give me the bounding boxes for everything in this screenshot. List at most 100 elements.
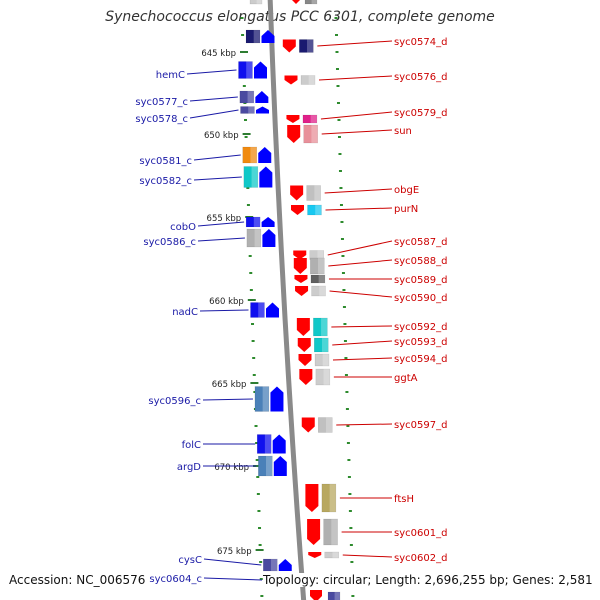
guide-dot: [343, 340, 347, 342]
gene-label[interactable]: cobO: [170, 222, 196, 233]
gene-syc0581_c[interactable]: syc0581_c: [139, 146, 272, 167]
gene-syc0578_c[interactable]: syc0578_c: [135, 106, 269, 126]
gene-box: [327, 591, 341, 600]
gene-box-shade: [321, 318, 328, 336]
guide-dot: [258, 544, 262, 546]
gene-label[interactable]: syc0579_d: [394, 108, 447, 119]
gene-label[interactable]: syc0578_c: [135, 114, 188, 125]
gene-syc0594_d[interactable]: syc0594_d: [298, 353, 448, 367]
gene-arrow: [301, 417, 315, 433]
gene-box: [304, 0, 318, 5]
gene-arrow: [282, 39, 296, 53]
gene-obgE[interactable]: obgE: [290, 185, 419, 201]
gene-label[interactable]: syc0590_d: [394, 293, 447, 304]
gene-arrow: [254, 61, 267, 79]
gene-label[interactable]: ggtA: [394, 373, 418, 384]
gene-label[interactable]: syc0574_d: [394, 37, 447, 48]
guide-dot: [344, 357, 348, 359]
gene-folC[interactable]: folC: [182, 434, 286, 454]
gene-label-leader: [186, 69, 237, 75]
gene-hemC[interactable]: hemC: [156, 61, 267, 82]
genome-backbone: [267, 0, 307, 600]
gene-syc0602_d[interactable]: syc0602_d: [308, 551, 447, 564]
gene-arrow: [259, 166, 273, 188]
gene-label[interactable]: obgE: [394, 185, 419, 196]
gene-box-shade: [318, 258, 325, 274]
gene-label[interactable]: syc0586_c: [143, 237, 196, 248]
guide-dot: [342, 289, 346, 291]
guide-dot: [337, 119, 341, 121]
guide-dot: [259, 578, 263, 580]
gene-argD[interactable]: argD: [177, 455, 287, 477]
gene-label[interactable]: syc0604_c: [149, 574, 202, 585]
gene-label[interactable]: syc0581_c: [139, 156, 192, 167]
gene-label[interactable]: nadC: [172, 307, 198, 318]
gene-box-shade: [246, 61, 253, 79]
gene-purN[interactable]: purN: [291, 204, 418, 216]
gene-syc0579_d[interactable]: syc0579_d: [286, 108, 447, 124]
gene-box-shade: [262, 386, 269, 412]
gene-label[interactable]: syc0594_d: [394, 354, 447, 365]
gene-label[interactable]: syc0587_d: [394, 237, 447, 248]
guide-dot: [335, 68, 339, 70]
backbone-line: [267, 0, 307, 600]
gene-syc0576_d[interactable]: syc0576_d: [284, 72, 448, 85]
gene-label[interactable]: argD: [177, 462, 201, 473]
guide-dot: [345, 391, 349, 393]
gene-label[interactable]: syc0592_d: [394, 322, 447, 333]
gene-label[interactable]: syc0576_d: [394, 72, 447, 83]
gene-cobO[interactable]: cobO: [170, 216, 275, 233]
gene-ftsH[interactable]: ftsH: [305, 483, 414, 513]
gene-label[interactable]: syc0602_d: [394, 553, 447, 564]
gene-label[interactable]: syc0593_d: [394, 337, 447, 348]
gene-cysC[interactable]: cysC: [178, 555, 292, 572]
gene-label-leader: [199, 309, 249, 312]
gene-syc0582_c[interactable]: syc0582_c: [139, 166, 273, 188]
gene-label[interactable]: ftsH: [394, 494, 414, 505]
gene-syc0589_d[interactable]: syc0589_d: [294, 274, 447, 286]
gene-box-shade: [319, 286, 326, 296]
gene-box-shade: [329, 484, 336, 512]
gene-label[interactable]: syc0589_d: [394, 275, 447, 286]
gene-box: [254, 386, 270, 412]
gene-label-leader: [331, 325, 393, 328]
gene-syc0586_c[interactable]: syc0586_c: [143, 228, 276, 248]
gene-syc0574_d[interactable]: syc0574_d: [282, 37, 448, 53]
gene-label-leader: [193, 176, 242, 181]
gene-sun[interactable]: sun: [287, 124, 412, 144]
gene-label[interactable]: hemC: [156, 70, 185, 81]
gene-label[interactable]: purN: [394, 204, 418, 215]
gene-syc0593_d[interactable]: syc0593_d: [297, 337, 448, 353]
gene-label[interactable]: syc0597_d: [394, 420, 447, 431]
gene-arrow: [273, 456, 287, 476]
gene-label[interactable]: syc0582_c: [139, 176, 192, 187]
gene-syc0596_c[interactable]: syc0596_c: [148, 386, 284, 412]
gene-syc0587_d[interactable]: syc0587_d: [293, 237, 447, 260]
gene-label[interactable]: syc0601_d: [394, 528, 447, 539]
position-tick-label: 675 kbp: [217, 547, 252, 557]
gene-label[interactable]: cysC: [178, 555, 202, 566]
gene-label[interactable]: sun: [394, 126, 412, 137]
gene-label[interactable]: syc0577_c: [135, 97, 188, 108]
guide-dot: [256, 493, 260, 495]
gene-label[interactable]: syc0588_d: [394, 256, 447, 267]
guide-dot: [334, 17, 338, 19]
gene-nadC[interactable]: nadC: [172, 302, 279, 319]
gene-syc0590_d[interactable]: syc0590_d: [295, 285, 447, 304]
guide-dot: [244, 119, 248, 121]
gene-box: [245, 216, 261, 228]
gene-syc0588_d[interactable]: syc0588_d: [293, 256, 448, 275]
guide-dot: [336, 102, 340, 104]
position-tick-label: 670 kbp: [214, 463, 249, 473]
gene-syc0601_d[interactable]: syc0601_d: [307, 518, 447, 546]
gene-box-shade: [315, 205, 322, 215]
gene-label[interactable]: folC: [182, 440, 201, 451]
guide-dot: [345, 408, 349, 410]
gene-syc0577_c[interactable]: syc0577_c: [135, 90, 269, 108]
gene-ggtA[interactable]: ggtA: [299, 368, 418, 386]
gene-label[interactable]: syc0596_c: [148, 396, 201, 407]
gene-syc0597_d[interactable]: syc0597_d: [301, 417, 448, 433]
gene-box: [318, 417, 333, 433]
gene-syc0592_d[interactable]: syc0592_d: [296, 317, 448, 337]
gene-arrow: [290, 185, 304, 201]
